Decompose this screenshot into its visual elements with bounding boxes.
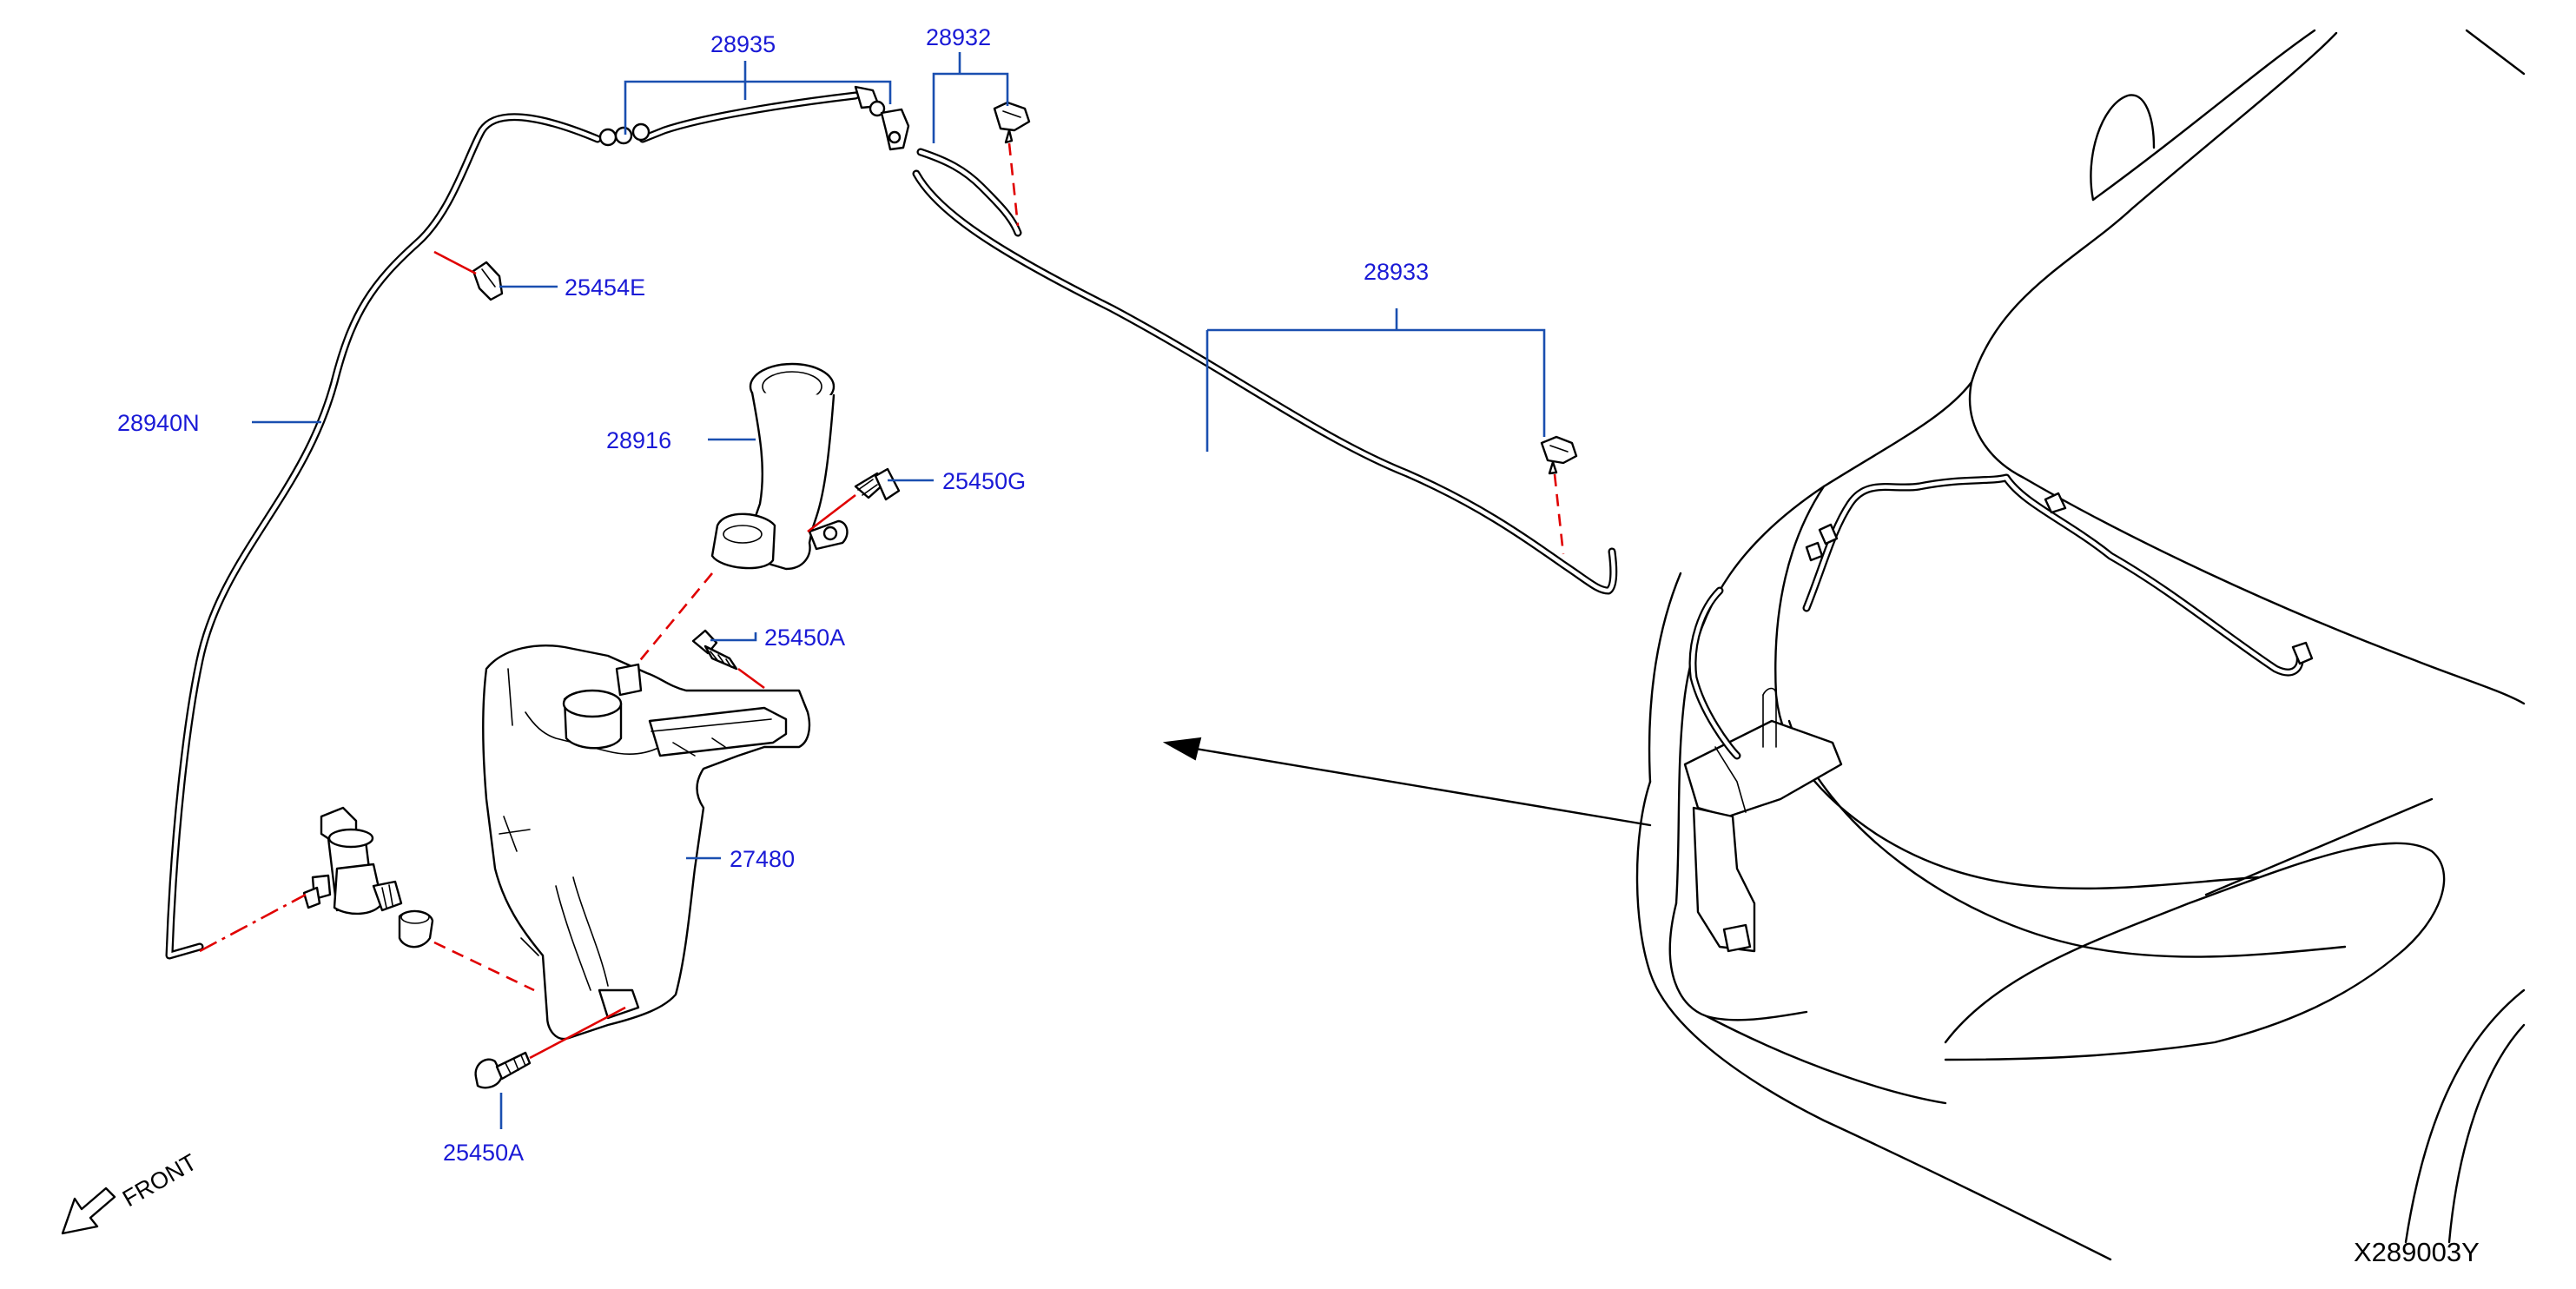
hose-joint-connector — [880, 108, 910, 151]
washer-nozzle-28933 — [1540, 435, 1578, 475]
filler-neck-28916 — [710, 362, 849, 571]
bolt-25450a-bottom — [474, 1051, 532, 1089]
hose-28940n — [165, 113, 602, 960]
bolt-25450a-bottom-connection-line — [529, 1006, 626, 1060]
washer-tank-27480 — [482, 644, 811, 1041]
washer-nozzle-28932 — [993, 101, 1031, 144]
front-label: FRONT — [118, 1149, 201, 1212]
front-direction-marker: FRONT — [61, 1149, 201, 1235]
location-arrow — [1162, 737, 1652, 827]
pump-grommet — [398, 909, 434, 949]
hose-clip-25454e — [472, 261, 504, 301]
nozzle-28933-connection-line — [1553, 473, 1565, 555]
diagram-reference-code: X289003Y — [2354, 1237, 2480, 1267]
label-25450a-bottom: 25450A — [443, 1140, 524, 1166]
grommet-connection-line — [433, 941, 535, 992]
hose-28933 — [912, 169, 1618, 595]
label-25450a-top: 25450A — [764, 625, 845, 651]
bolt-25450g-connection-line — [807, 493, 856, 533]
label-28935: 28935 — [710, 31, 776, 57]
clip-25454e-connection-line — [433, 250, 477, 275]
hose-28932 — [916, 148, 1022, 237]
label-27480: 27480 — [730, 846, 795, 872]
label-25454e: 25454E — [565, 274, 645, 301]
label-28932: 28932 — [926, 24, 991, 50]
bolt-25450g — [854, 467, 901, 501]
washer-pump — [302, 806, 403, 916]
hose-28935 — [598, 85, 886, 147]
label-28916: 28916 — [606, 427, 671, 453]
nozzle-28932-connection-line — [1007, 142, 1020, 227]
filler-neck-connection-line — [606, 572, 714, 700]
vehicle-front-view — [1635, 29, 2526, 1261]
label-25450g: 25450G — [942, 468, 1026, 494]
bolt-25450a-top — [691, 629, 738, 671]
label-28940n: 28940N — [117, 410, 200, 436]
pump-hose-connection-line — [199, 893, 307, 953]
bolt-25450a-top-connection-line — [737, 667, 765, 690]
callout-leaders — [252, 52, 1546, 1129]
label-28933: 28933 — [1364, 259, 1429, 285]
